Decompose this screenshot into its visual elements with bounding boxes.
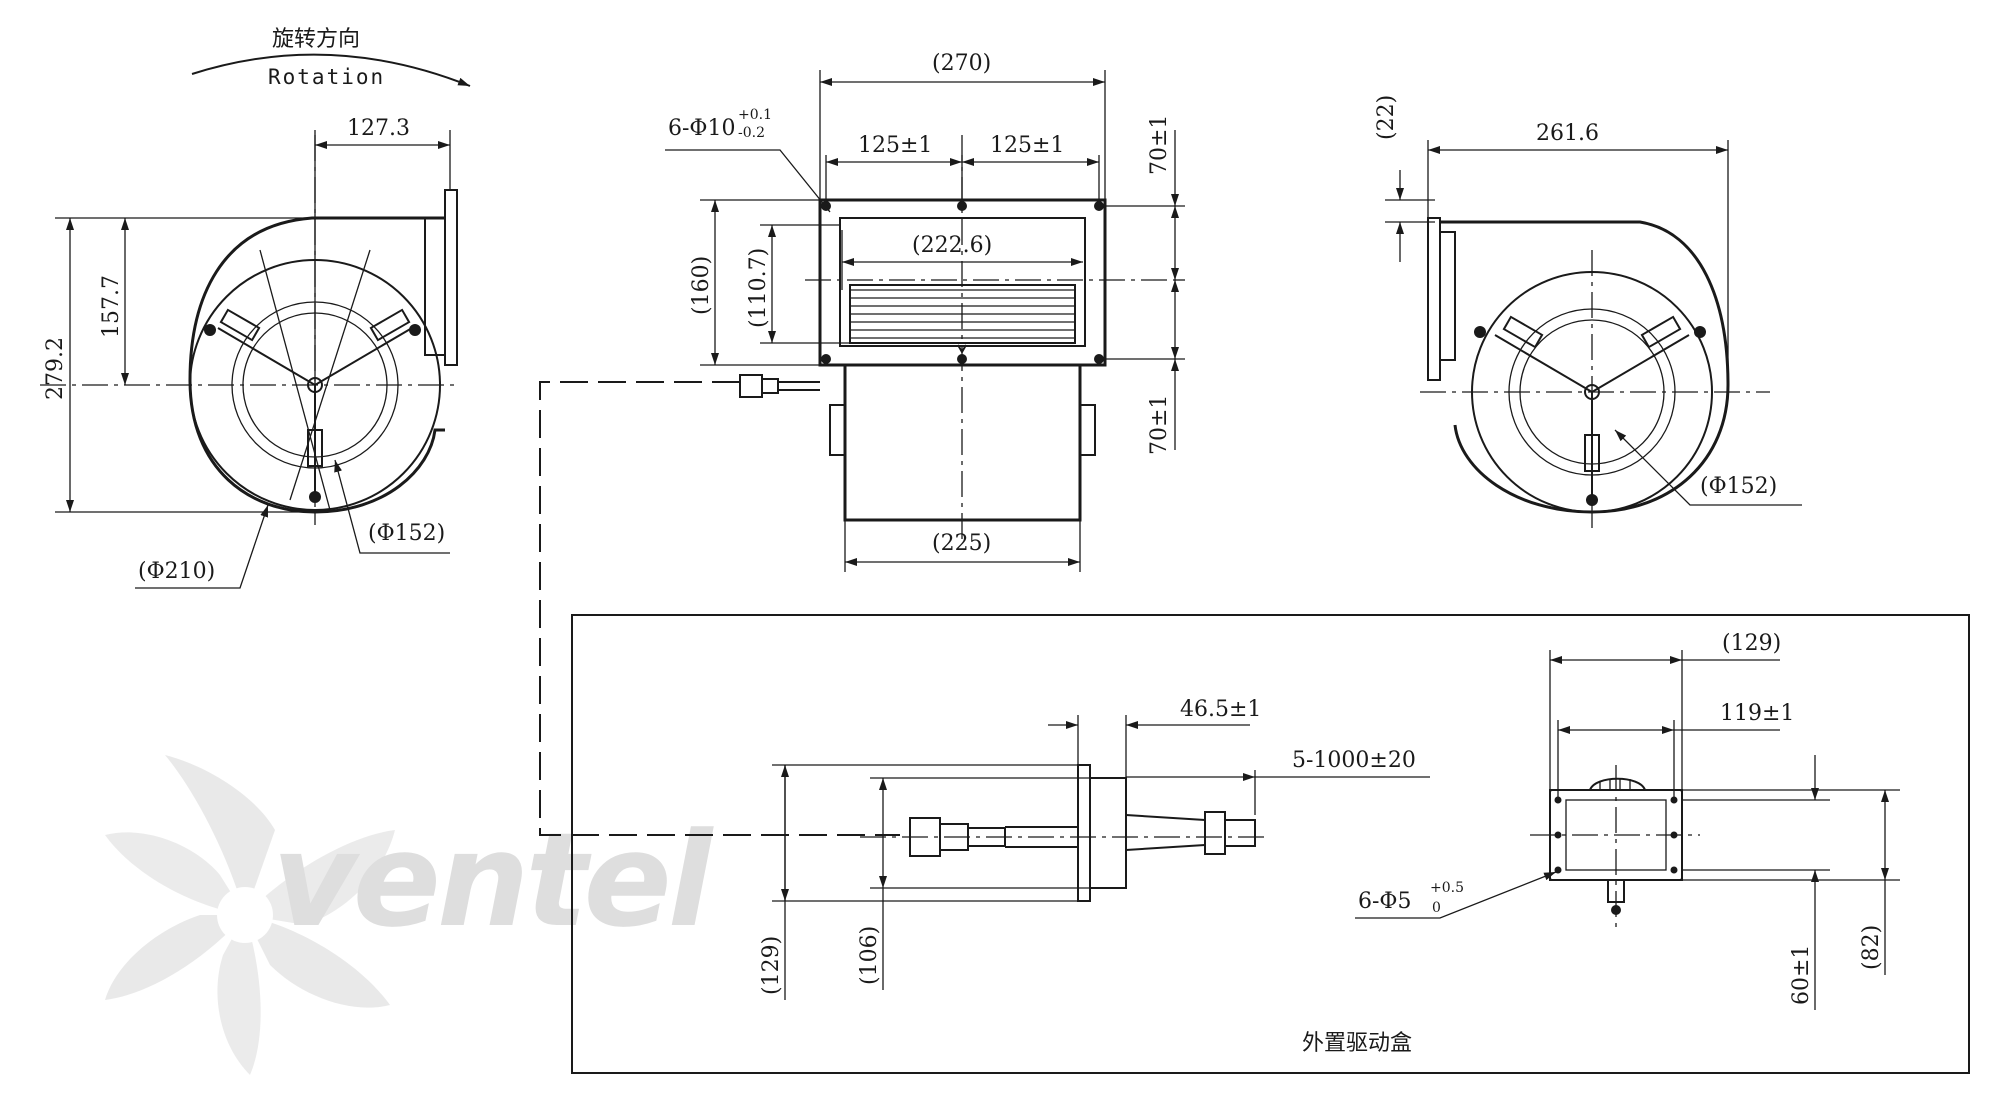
dim-129-vertical: (129): [759, 936, 784, 995]
rotation-label-cn: 旋转方向: [272, 27, 360, 52]
watermark-text: ventel: [272, 804, 715, 956]
dim-phi-152-right: (Φ152): [1700, 474, 1777, 499]
dim-160: (160): [689, 256, 714, 315]
left-side-view: 127.3 279.2 157.7 (Φ210) (Φ152): [40, 116, 458, 589]
dim-22: (22): [1374, 95, 1399, 140]
front-view: (270) 125±1 125±1 6-Φ10 +0.1 -0.2 (222.6…: [665, 51, 1185, 572]
dim-127-3: 127.3: [347, 116, 410, 141]
dim-125-left: 125±1: [858, 133, 932, 158]
dim-holes-phi10-tol-upper: +0.1: [738, 107, 772, 123]
dim-holes-phi10-tol-lower: -0.2: [738, 125, 765, 141]
driver-front-view: (129) 119±1 6-Φ5 +0.5 0 60±1 (82): [1355, 631, 1900, 1010]
right-housing-scroll: [1440, 220, 1730, 514]
dim-270: (270): [932, 51, 991, 76]
front-connector: [739, 374, 820, 398]
right-side-view: (22) 261.6 (Φ152): [1374, 95, 1802, 530]
dim-holes-phi5-tol-upper: +0.5: [1430, 880, 1464, 896]
dim-125-right: 125±1: [990, 133, 1064, 158]
dim-holes-phi5: 6-Φ5: [1358, 889, 1411, 914]
dim-106: (106): [857, 926, 882, 985]
dim-129-horizontal: (129): [1722, 631, 1781, 656]
watermark-fan-icon: [105, 755, 395, 1075]
dim-phi-210: (Φ210): [138, 559, 215, 584]
harness-path: [539, 381, 900, 836]
dim-70-top: 70±1: [1147, 115, 1172, 175]
driver-box-caption: 外置驱动盒: [1302, 1031, 1412, 1056]
dim-holes-phi5-tol-lower: 0: [1432, 900, 1441, 916]
dim-157-7: 157.7: [99, 275, 124, 338]
dim-46-5: 46.5±1: [1180, 697, 1261, 722]
driver-side-view: 46.5±1 5-1000±20 (129) (106): [759, 697, 1430, 1000]
dim-110-7: (110.7): [746, 248, 771, 328]
dim-119: 119±1: [1720, 701, 1794, 726]
ventel-watermark: ventel: [105, 755, 719, 1075]
dim-cable-length: 5-1000±20: [1292, 748, 1416, 773]
dim-60: 60±1: [1789, 945, 1814, 1005]
dim-phi-152-left: (Φ152): [368, 521, 445, 546]
dim-225: (225): [932, 531, 991, 556]
dim-261-6: 261.6: [1536, 121, 1599, 146]
dim-82: (82): [1859, 925, 1884, 970]
dim-70-bottom: 70±1: [1147, 395, 1172, 455]
rotation-indicator: 旋转方向 Rotation: [191, 27, 471, 89]
dim-279-2: 279.2: [43, 337, 68, 400]
driver-box-frame: [571, 614, 1970, 1074]
rotation-label-en: Rotation: [268, 65, 385, 89]
dim-holes-phi10: 6-Φ10: [668, 116, 735, 141]
left-housing-scroll: [188, 216, 445, 514]
rotation-arrow: [191, 53, 471, 87]
dim-222-6: (222.6): [912, 233, 992, 258]
